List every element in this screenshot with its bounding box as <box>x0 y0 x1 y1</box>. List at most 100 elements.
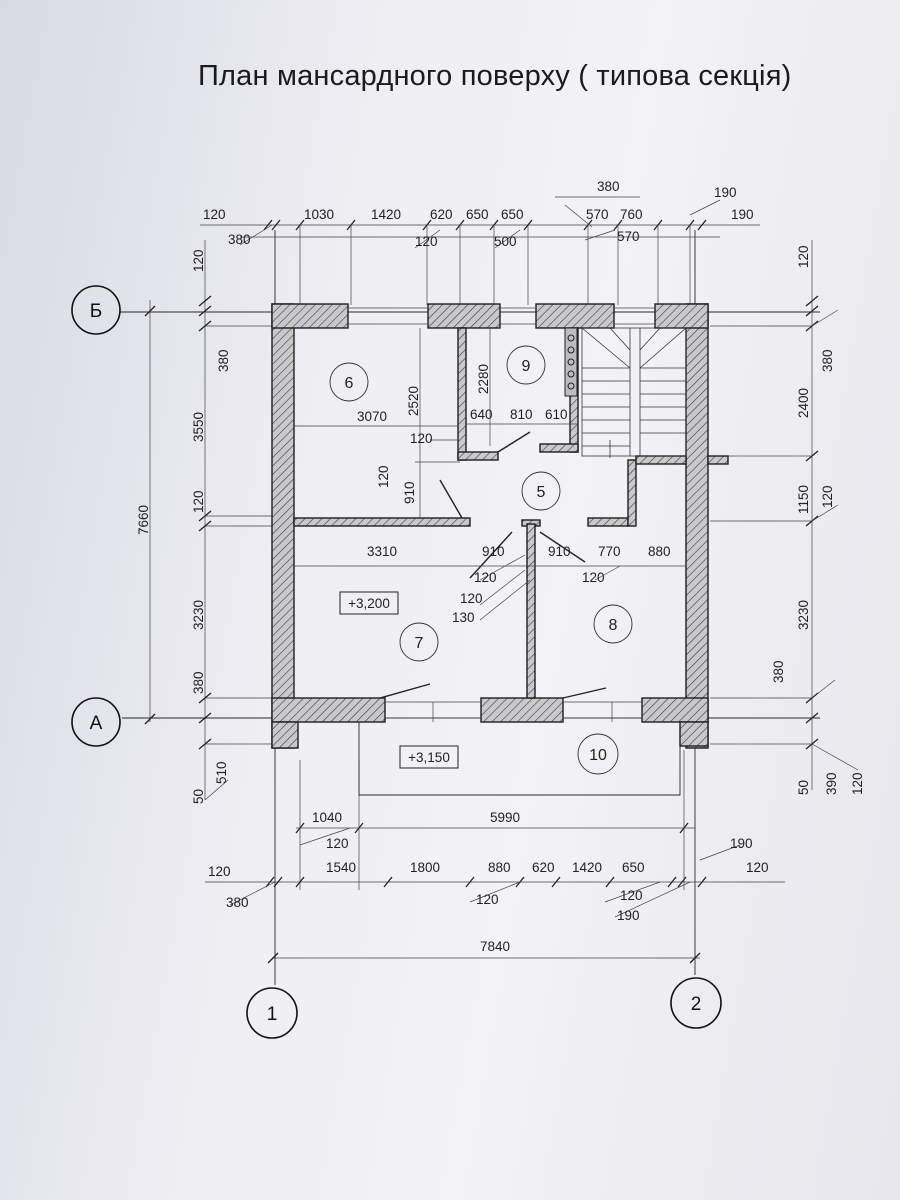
dimension-label: 380 <box>191 671 206 694</box>
axis-label-a: А <box>90 713 103 734</box>
dimension-label: 910 <box>402 481 417 504</box>
dimension-label: 7840 <box>480 939 510 954</box>
dimension-label: 880 <box>648 544 671 559</box>
dimension-label: 120 <box>376 465 391 488</box>
walls <box>271 303 729 749</box>
plan-title: План мансардного поверху ( типова секція… <box>198 60 792 92</box>
dimension-label: 910 <box>482 544 505 559</box>
dimension-label: 510 <box>214 761 229 784</box>
dimension-label: 1800 <box>410 860 440 875</box>
dimension-label: 3230 <box>191 600 206 630</box>
dimension-label: 880 <box>488 860 511 875</box>
stair-rail <box>564 327 578 397</box>
bottom-dimensions: 1040 5990 120 120 1540 1800 880 620 1420… <box>208 810 769 954</box>
room-9-label: 9 <box>522 358 531 375</box>
dimension-label: 640 <box>470 407 493 422</box>
dimension-label: 1030 <box>304 207 334 222</box>
axis-bubble-2: 2 <box>670 977 722 1029</box>
dimension-label: 570 <box>617 229 640 244</box>
doors <box>379 431 607 699</box>
dimension-label: 130 <box>452 610 475 625</box>
dimension-label: 120 <box>415 234 438 249</box>
dimension-label: 120 <box>208 864 231 879</box>
dimension-label: 190 <box>730 836 753 851</box>
level-marks: +3,200 +3,150 <box>339 591 459 769</box>
dimension-label: 120 <box>410 431 433 446</box>
balcony-outline <box>358 722 681 796</box>
top-dimensions: 120 380 1030 1420 620 650 650 120 500 38… <box>203 179 754 249</box>
dimension-label: 120 <box>746 860 769 875</box>
dimension-label: 500 <box>494 234 517 249</box>
dimension-label: 2400 <box>796 388 811 418</box>
dimension-label: 380 <box>771 660 786 683</box>
dimension-label: 380 <box>820 349 835 372</box>
dimension-label: 2520 <box>406 386 421 416</box>
dimension-label: 50 <box>191 789 206 804</box>
dimension-label: 380 <box>228 232 251 247</box>
interior-dim-lines <box>294 328 686 621</box>
dimension-label: 120 <box>203 207 226 222</box>
dimension-label: 120 <box>582 570 605 585</box>
dimension-label: 120 <box>850 772 865 795</box>
room-6-label: 6 <box>345 375 354 392</box>
dimension-label: 120 <box>476 892 499 907</box>
windows <box>348 307 655 722</box>
inner-dimensions: 2520 3070 2280 640 810 610 120 120 910 3… <box>357 364 671 625</box>
axis-bubble-a: А <box>71 697 121 747</box>
dimension-label: 650 <box>466 207 489 222</box>
dimension-label: 3070 <box>357 409 387 424</box>
staircase <box>581 327 687 458</box>
balcony-level: +3,150 <box>408 750 450 765</box>
dimension-label: 190 <box>731 207 754 222</box>
dimension-lines <box>144 196 859 964</box>
dimension-label: 620 <box>430 207 453 222</box>
dimension-label: 50 <box>796 780 811 795</box>
axis-label-1: 1 <box>267 1004 278 1025</box>
dimension-label: 3310 <box>367 544 397 559</box>
room-markers: 6 9 5 7 8 10 <box>329 345 633 775</box>
dimension-label: 7660 <box>136 505 151 535</box>
dimension-label: 1540 <box>326 860 356 875</box>
dimension-label: 1420 <box>572 860 602 875</box>
dimension-label: 910 <box>548 544 571 559</box>
dimension-label: 1420 <box>371 207 401 222</box>
dimension-label: 650 <box>501 207 524 222</box>
floor-level: +3,200 <box>348 596 390 611</box>
dimension-label: 380 <box>597 179 620 194</box>
dimension-label: 120 <box>326 836 349 851</box>
dimension-label: 810 <box>510 407 533 422</box>
dimension-label: 120 <box>460 591 483 606</box>
dimension-label: 3550 <box>191 412 206 442</box>
dimension-label: 570 <box>586 207 609 222</box>
dimension-label: 380 <box>216 349 231 372</box>
dimension-label: 3230 <box>796 600 811 630</box>
dimension-label: 390 <box>824 772 839 795</box>
dimension-label: 120 <box>820 485 835 508</box>
dimension-label: 120 <box>474 570 497 585</box>
dimension-label: 760 <box>620 207 643 222</box>
room-7-label: 7 <box>415 635 424 652</box>
axis-bubble-1: 1 <box>246 987 298 1039</box>
room-5-label: 5 <box>537 484 546 501</box>
room-8-label: 8 <box>609 617 618 634</box>
right-dimensions: 120 380 2400 1150 120 3230 380 50 390 12… <box>771 245 865 795</box>
room-10-label: 10 <box>589 747 607 764</box>
dimension-label: 1150 <box>796 485 811 514</box>
dimension-label: 5990 <box>490 810 520 825</box>
dimension-label: 120 <box>191 490 206 513</box>
left-dimensions: 120 380 3550 7660 120 3230 380 510 50 <box>136 249 231 804</box>
dimension-label: 190 <box>714 185 737 200</box>
dimension-label: 1040 <box>312 810 342 825</box>
dimension-label: 120 <box>796 245 811 268</box>
dimension-label: 120 <box>620 888 643 903</box>
axis-label-2: 2 <box>691 994 702 1015</box>
dimension-label: 190 <box>617 908 640 923</box>
dimension-label: 120 <box>191 249 206 272</box>
dimension-label: 620 <box>532 860 555 875</box>
dimension-label: 380 <box>226 895 249 910</box>
dimension-label: 770 <box>598 544 621 559</box>
axis-label-b: Б <box>90 301 102 322</box>
axis-bubble-b: Б <box>71 285 121 335</box>
dimension-label: 610 <box>545 407 568 422</box>
